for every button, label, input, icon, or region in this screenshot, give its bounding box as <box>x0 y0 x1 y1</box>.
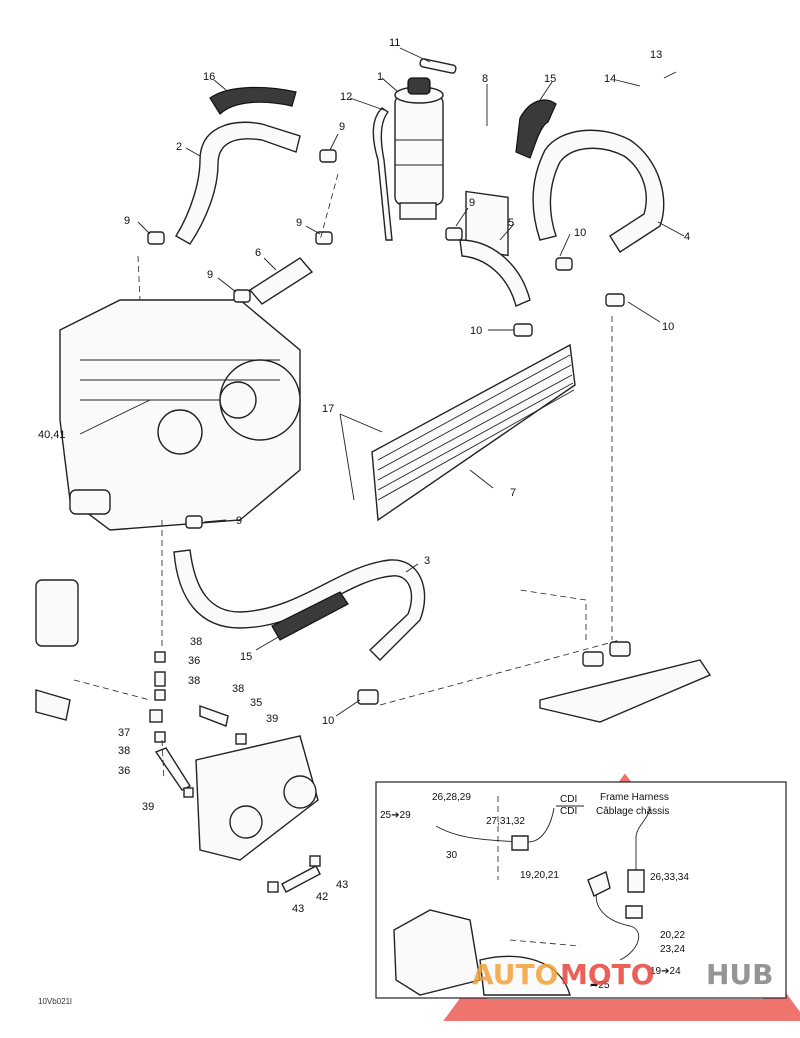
callout-43: 43 <box>292 903 304 915</box>
engine-block <box>59 299 301 531</box>
callout-9: 9 <box>207 269 213 281</box>
watermark-word-hub: HUB <box>706 958 774 991</box>
inset-label-23-24: 23,24 <box>660 944 685 955</box>
inset-label-26-28-29: 26,28,29 <box>432 792 471 803</box>
callout-9: 9 <box>339 121 345 133</box>
hose-3 <box>173 549 426 661</box>
inset-label-25: ➦25 <box>590 980 610 991</box>
inset-wiring-detail: 26,28,29 25➔29 27,31,32 30 19,20,21 26,3… <box>375 781 787 999</box>
callout-2: 2 <box>176 141 182 153</box>
inset-label-20-22: 20,22 <box>660 930 685 941</box>
inset-label-cablage-chassis: Câblage châssis <box>596 806 669 817</box>
inset-label-frame-harness: Frame Harness <box>600 792 669 803</box>
leader-lines <box>79 47 685 717</box>
callout-15: 15 <box>240 651 252 663</box>
callout-1: 1 <box>377 71 383 83</box>
clamps <box>147 149 625 705</box>
callout-labels: 1 2 3 4 5 6 7 8 9 9 9 9 9 9 10 10 10 10 … <box>38 37 690 915</box>
callout-11: 11 <box>389 37 400 49</box>
radiator <box>371 343 576 522</box>
overflow-hose <box>372 107 393 241</box>
callout-5: 5 <box>508 217 514 229</box>
inset-label-cdi-top: CDI <box>560 794 577 805</box>
callout-35: 35 <box>250 697 262 709</box>
carburetors <box>195 735 319 861</box>
callout-9: 9 <box>236 515 242 527</box>
callout-36: 36 <box>188 655 200 667</box>
coolant-tank <box>394 77 444 220</box>
callout-38: 38 <box>232 683 244 695</box>
connection-lines <box>73 173 621 781</box>
callout-36: 36 <box>118 765 130 777</box>
callout-3: 3 <box>424 555 430 567</box>
callout-17: 17 <box>322 403 334 415</box>
callout-7: 7 <box>510 487 516 499</box>
hose-15-top <box>515 99 557 159</box>
callout-9: 9 <box>296 217 302 229</box>
inset-label-19-24: 19➔24 <box>650 966 681 977</box>
callout-12: 12 <box>340 91 352 103</box>
callout-4: 4 <box>684 231 690 243</box>
callout-40-41: 40,41 <box>38 429 66 441</box>
callout-13: 13 <box>650 49 662 61</box>
inset-label-cdi-bottom: CDI <box>560 806 577 817</box>
watermark-word-moto: MOTO <box>560 958 655 991</box>
callout-15: 15 <box>544 73 556 85</box>
callout-9: 9 <box>124 215 130 227</box>
callout-38: 38 <box>188 675 200 687</box>
inset-label-25-29: 25➔29 <box>380 810 411 821</box>
callout-38: 38 <box>190 636 202 648</box>
hose-16 <box>209 86 297 115</box>
watermark-word-auto: AUTO <box>472 958 558 991</box>
callout-6: 6 <box>255 247 261 259</box>
inset-label-19-20-21: 19,20,21 <box>520 870 559 881</box>
callout-37: 37 <box>118 727 130 739</box>
inset-label-26-33-34: 26,33,34 <box>650 872 689 883</box>
tank-cap <box>419 58 457 74</box>
callout-14: 14 <box>604 73 616 85</box>
callout-43: 43 <box>336 879 348 891</box>
inset-label-30: 30 <box>446 850 458 861</box>
left-tank-partial <box>35 579 79 721</box>
callout-10: 10 <box>322 715 334 727</box>
hose-5 <box>459 239 531 307</box>
figure-id: 10Vb021l <box>38 997 72 1006</box>
hose-6 <box>248 257 314 305</box>
hose-15-lower <box>271 591 349 641</box>
callout-38: 38 <box>118 745 130 757</box>
fuel-fittings <box>149 651 321 893</box>
inset-label-27-31-32: 27,31,32 <box>486 816 525 827</box>
hose-2 <box>175 121 301 245</box>
callout-8: 8 <box>482 73 488 85</box>
callout-10: 10 <box>470 325 482 337</box>
hose-4 <box>532 129 665 253</box>
callout-9: 9 <box>469 197 475 209</box>
callout-39: 39 <box>266 713 278 725</box>
callout-10: 10 <box>662 321 674 333</box>
watermark-text: AUTO MOTO HUB <box>472 958 774 991</box>
callout-16: 16 <box>203 71 215 83</box>
heat-exchanger <box>539 641 712 723</box>
callout-42: 42 <box>316 891 328 903</box>
callout-10: 10 <box>574 227 586 239</box>
callout-39: 39 <box>142 801 154 813</box>
